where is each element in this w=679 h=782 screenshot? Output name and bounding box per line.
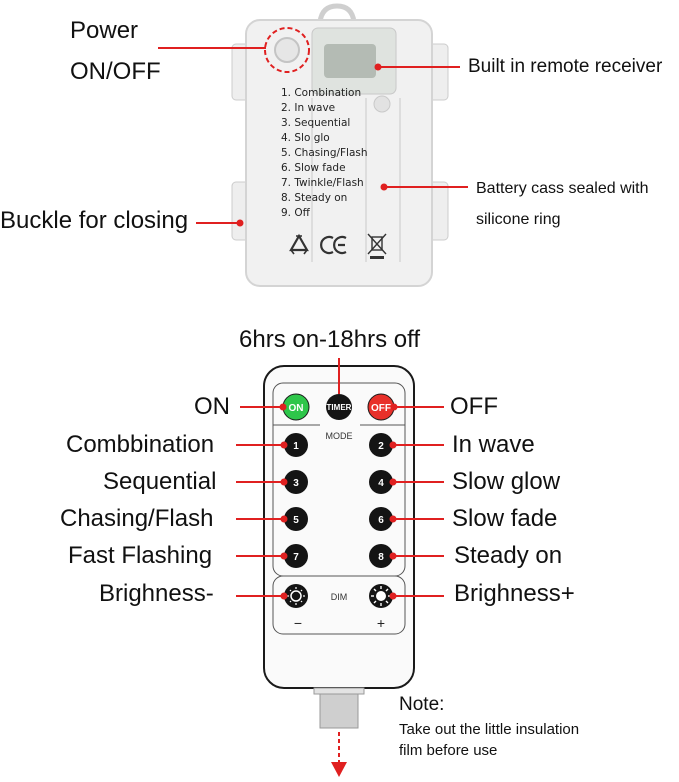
- remote-receiver-label: Built in remote receiver: [468, 56, 663, 77]
- power-onoff-label: ON/OFF: [70, 58, 161, 85]
- plus-label: +: [377, 615, 385, 631]
- sun-filled-icon: [376, 591, 386, 601]
- minus-label: −: [294, 615, 302, 631]
- power-label: Power: [70, 17, 139, 44]
- weee-bin-icon: [367, 233, 387, 259]
- battery-case-label-line2: silicone ring: [476, 211, 561, 228]
- buckle-label: Buckle for closing: [0, 207, 189, 234]
- button-3-label: 3: [293, 478, 299, 489]
- button-8-label: 8: [378, 552, 384, 563]
- button-6[interactable]: [369, 507, 393, 531]
- button-4[interactable]: [369, 470, 393, 494]
- dim-label: DIM: [331, 592, 348, 602]
- right-label-brightness-up: Brighness+: [454, 580, 575, 607]
- button-3[interactable]: [284, 470, 308, 494]
- on-button-label: ON: [289, 403, 304, 414]
- power-switch-highlight: [264, 27, 310, 73]
- ce-mark-icon: [320, 235, 347, 255]
- right-label-off: OFF: [450, 393, 498, 420]
- hanging-loop: [317, 3, 357, 23]
- battery-box: 1. Combination 2. In wave 3. Sequential …: [158, 3, 468, 287]
- left-label-combbination: Combbination: [66, 431, 215, 458]
- button-6-label: 6: [378, 515, 384, 526]
- receiver-chip: [324, 44, 376, 78]
- note-line-1: Take out the little insulation: [399, 721, 580, 738]
- left-label-fast-flashing: Fast Flashing: [68, 542, 213, 569]
- box-mode-3: 3. Sequential: [281, 117, 350, 129]
- left-label-chasing-flash: Chasing/Flash: [60, 505, 214, 532]
- box-mode-1: 1. Combination: [281, 87, 361, 99]
- button-5-label: 5: [293, 515, 299, 526]
- box-mode-9: 9. Off: [281, 207, 311, 219]
- button-7-label: 7: [293, 552, 299, 563]
- button-1-label: 1: [293, 441, 299, 452]
- power-switch: [274, 37, 300, 63]
- remote-control: ON TIMER OFF MODE 1 2 3 4 5 6 7 8: [236, 358, 444, 777]
- timer-button[interactable]: [326, 394, 352, 420]
- number-buttons: 1 2 3 4 5 6 7 8: [284, 433, 393, 568]
- pull-arrow-head: [331, 762, 347, 777]
- right-label-slow-glow: Slow glow: [452, 468, 561, 495]
- remote-pointers: [236, 358, 444, 600]
- right-label-steady-on: Steady on: [454, 542, 563, 569]
- button-8[interactable]: [369, 544, 393, 568]
- insulation-tab: [319, 689, 359, 729]
- left-label-brightness-down: Brighness-: [99, 580, 214, 607]
- left-label-sequential: Sequential: [103, 468, 217, 495]
- box-mode-7: 7. Twinkle/Flash: [281, 177, 364, 189]
- right-label-in-wave: In wave: [452, 431, 535, 458]
- box-pointers: [158, 47, 468, 227]
- timer-button-label: TIMER: [327, 403, 352, 412]
- brightness-up-button[interactable]: [369, 584, 393, 608]
- button-7[interactable]: [284, 544, 308, 568]
- remote-dim-panel: [272, 575, 406, 635]
- box-mode-4: 4. Slo glo: [281, 132, 330, 144]
- mode-label: MODE: [326, 431, 353, 441]
- recycle-icon: [289, 233, 309, 255]
- brightness-down-button[interactable]: [284, 584, 308, 608]
- button-2[interactable]: [369, 433, 393, 457]
- button-2-label: 2: [378, 441, 384, 452]
- note-title: Note:: [399, 694, 445, 715]
- button-5[interactable]: [284, 507, 308, 531]
- box-mode-6: 6. Slow fade: [281, 162, 346, 174]
- box-mode-8: 8. Steady on: [281, 192, 347, 204]
- off-button-label: OFF: [371, 403, 391, 414]
- note-line-2: film before use: [399, 742, 498, 759]
- button-4-label: 4: [378, 478, 384, 489]
- button-1[interactable]: [284, 433, 308, 457]
- box-mode-2: 2. In wave: [281, 102, 335, 114]
- sun-outline-icon: [290, 590, 302, 602]
- left-label-on: ON: [194, 393, 230, 420]
- battery-case-label-line1: Battery cass sealed with: [476, 180, 649, 197]
- box-mode-5: 5. Chasing/Flash: [281, 147, 368, 159]
- right-label-slow-fade: Slow fade: [452, 505, 558, 532]
- timer-caption: 6hrs on-18hrs off: [239, 326, 420, 353]
